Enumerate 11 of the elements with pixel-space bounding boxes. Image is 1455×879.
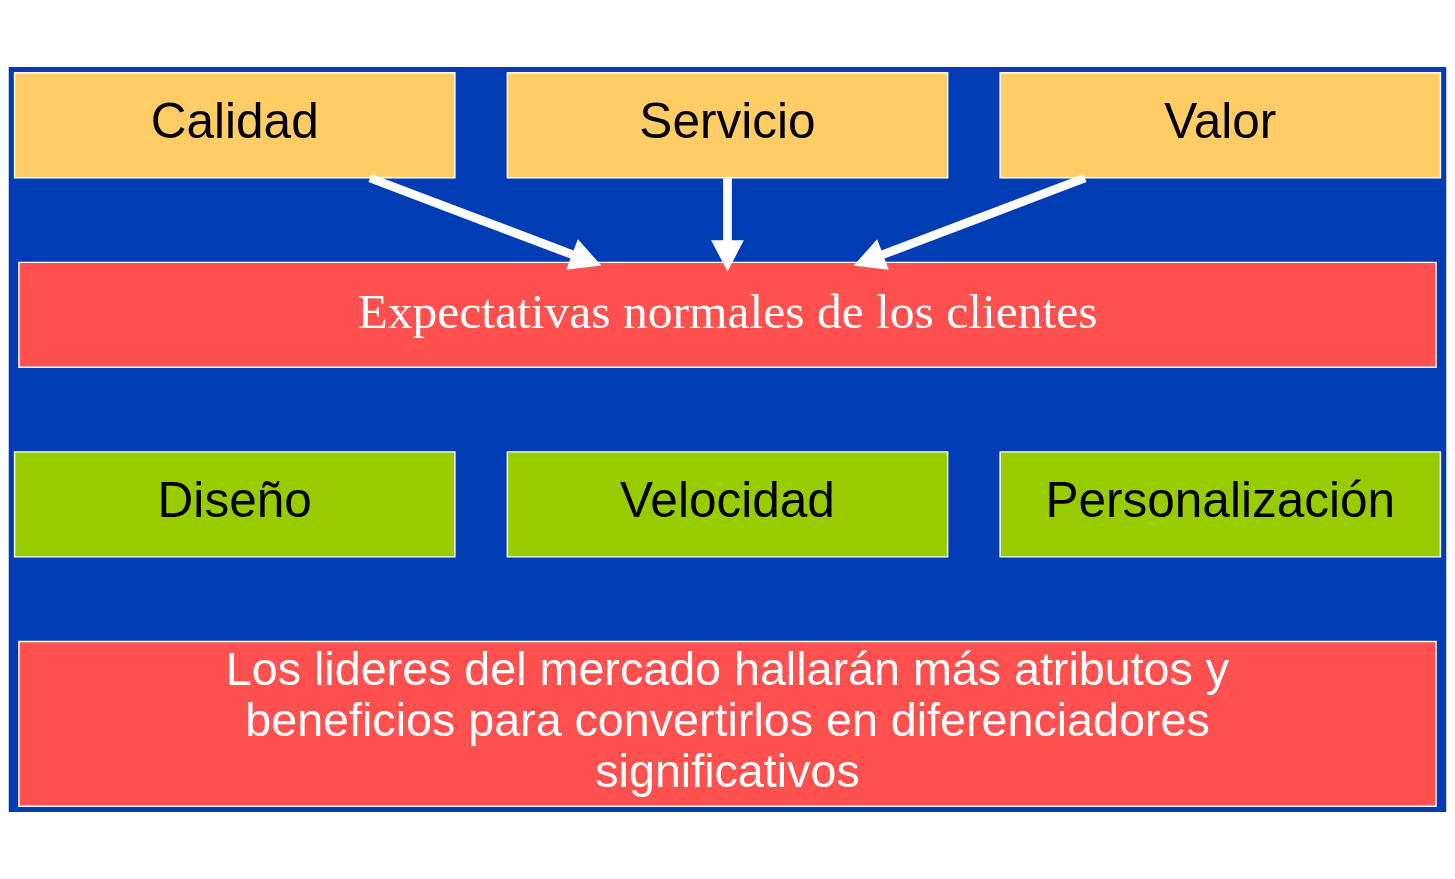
node-box: Velocidad bbox=[506, 451, 949, 558]
node-box: Servicio bbox=[506, 72, 949, 179]
node-box: Personalización bbox=[999, 451, 1442, 558]
node-box: Expectativas normales de los clientes bbox=[18, 261, 1437, 369]
arrow bbox=[711, 178, 744, 272]
arrow bbox=[368, 173, 602, 270]
node-box: Diseño bbox=[13, 451, 456, 558]
node-box: Calidad bbox=[13, 72, 456, 179]
node-box: Los lideres del mercado hallarán más atributos y beneficios para convertirlos en diferenciadores significativos bbox=[18, 640, 1437, 807]
arrow bbox=[853, 173, 1087, 270]
node-box: Valor bbox=[999, 72, 1442, 179]
